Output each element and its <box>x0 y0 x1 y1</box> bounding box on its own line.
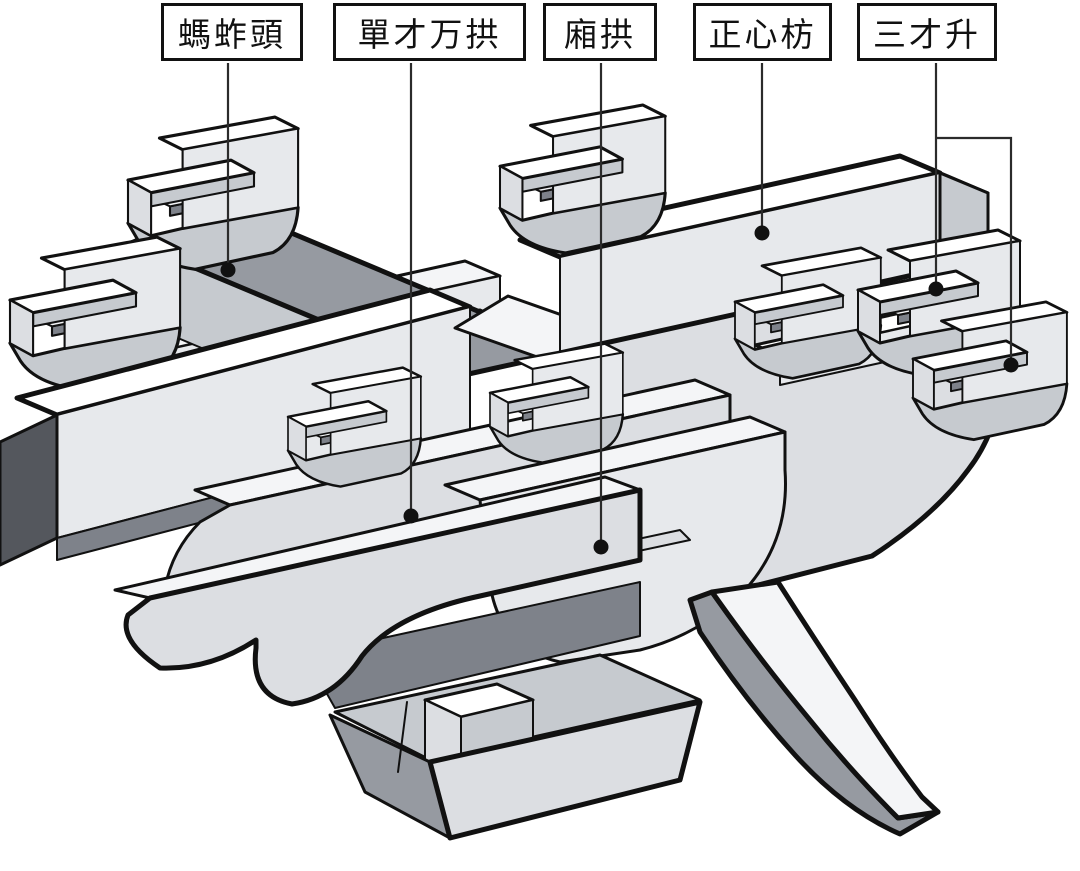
leader-dot-mazhatou <box>220 262 236 278</box>
ang-beak <box>687 579 941 837</box>
sheng-block-top-center <box>498 103 667 255</box>
leader-line-sancaisheng-2 <box>936 136 1013 365</box>
base-dou-block <box>328 653 703 841</box>
leader-dot-xianggong <box>593 539 609 555</box>
label-sancaisheng-text: 三才升 <box>873 15 981 54</box>
leader-dot-sancaisheng-2 <box>1003 357 1019 373</box>
label-zhengxinfang: 正心枋 <box>693 3 832 61</box>
lower-gong-arm <box>113 475 643 709</box>
leader-lines <box>220 63 1019 555</box>
leader-dot-zhengxinfang <box>754 225 770 241</box>
label-zhengxinfang-text: 正心枋 <box>708 15 817 54</box>
label-danchai-wangong: 單才万拱 <box>333 3 526 61</box>
label-mazhatou: 螞蚱頭 <box>161 3 303 61</box>
leader-dot-danchai-wangong <box>403 508 419 524</box>
label-xianggong-text: 廂拱 <box>564 15 636 54</box>
label-sancaisheng: 三才升 <box>857 3 997 61</box>
label-danchai-wangong-text: 單才万拱 <box>357 15 502 54</box>
label-mazhatou-text: 螞蚱頭 <box>178 15 286 54</box>
label-xianggong: 廂拱 <box>543 3 657 61</box>
leader-dot-sancaisheng-1 <box>928 281 944 297</box>
